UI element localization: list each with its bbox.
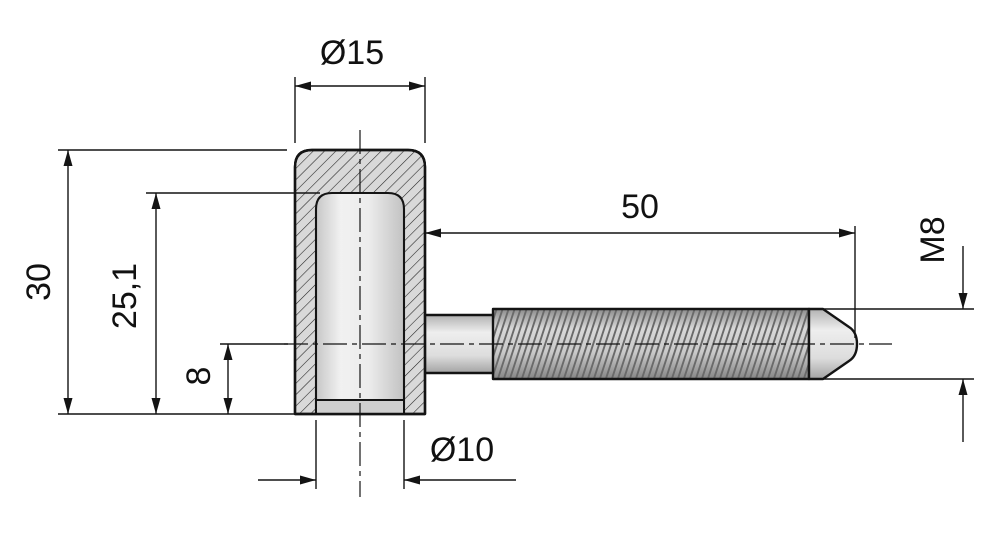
arrowhead bbox=[151, 193, 161, 209]
dim-overall-height-30: 30 bbox=[20, 149, 302, 415]
dim-bore-diameter-10: Ø10 bbox=[258, 420, 516, 489]
dim-thread-spec-m8: M8 bbox=[816, 216, 974, 442]
dim-label-thread-length: 50 bbox=[621, 188, 659, 226]
arrowhead bbox=[223, 344, 233, 360]
dim-label-axis-height: 8 bbox=[180, 367, 218, 386]
barrel-outline bbox=[293, 148, 427, 416]
arrowhead bbox=[223, 398, 233, 414]
arrowhead bbox=[425, 228, 441, 238]
dim-thread-length-50: 50 bbox=[425, 188, 856, 338]
arrowhead bbox=[839, 228, 855, 238]
arrowhead bbox=[295, 81, 311, 91]
arrowhead bbox=[958, 379, 968, 395]
arrowhead bbox=[300, 475, 316, 485]
arrowhead bbox=[151, 398, 161, 414]
dim-axis-height-8: 8 bbox=[180, 343, 288, 414]
dim-label-overall-height: 30 bbox=[20, 263, 58, 301]
dim-label-bore-diameter: Ø10 bbox=[430, 431, 494, 469]
arrowhead bbox=[63, 150, 73, 166]
arrowhead bbox=[958, 293, 968, 309]
arrowhead bbox=[63, 398, 73, 414]
arrowhead bbox=[404, 475, 420, 485]
dim-label-bore-depth: 25,1 bbox=[106, 263, 144, 329]
arrowhead bbox=[409, 81, 425, 91]
dim-label-outer-diameter: Ø15 bbox=[320, 34, 384, 72]
dim-label-thread-spec: M8 bbox=[914, 216, 952, 263]
dim-bore-depth-25-1: 25,1 bbox=[106, 192, 320, 414]
dim-outer-diameter-15: Ø15 bbox=[294, 34, 426, 143]
hinge-barrel bbox=[293, 148, 427, 416]
